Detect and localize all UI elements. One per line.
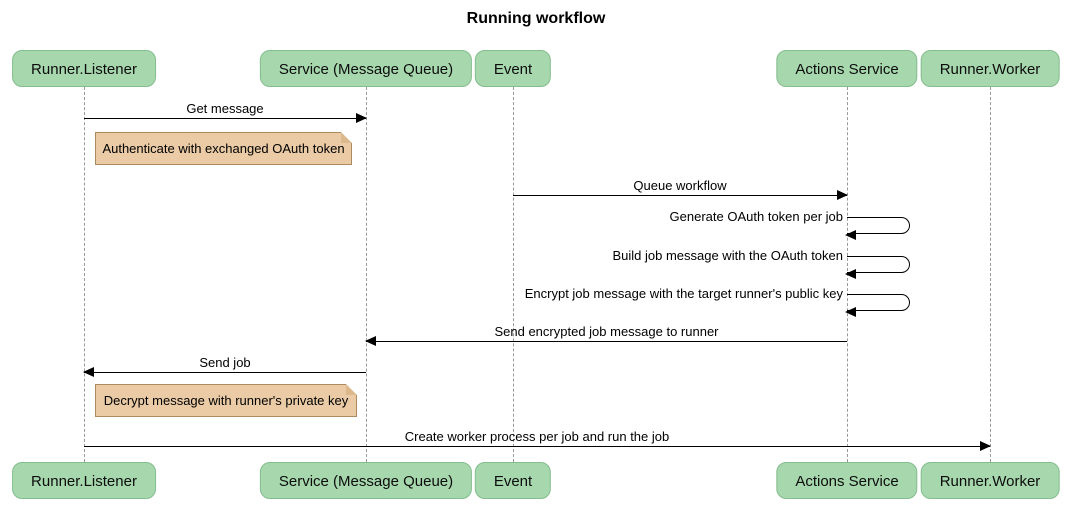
message-encrypt-job-message: Encrypt job message with the target runn… [524,286,843,301]
lifeline-runner-worker [990,87,991,462]
arrow-right-icon [84,113,367,123]
actor-runner-listener-top: Runner.Listener [12,50,156,87]
message-generate-oauth-token: Generate OAuth token per job [669,209,843,224]
arrow-left-icon [365,336,847,346]
message-label: Send job [199,355,251,370]
self-loop-icon [845,217,910,240]
message-label: Create worker process per job and run th… [404,429,670,444]
note-decrypt: Decrypt message with runner's private ke… [95,384,357,417]
message-build-job-message: Build job message with the OAuth token [612,248,843,263]
lifeline-runner-listener [84,87,85,462]
self-loop-icon [845,256,910,279]
actor-runner-worker-top: Runner.Worker [920,50,1060,87]
message-send-encrypted-job: Send encrypted job message to runner [365,324,847,346]
message-send-job: Send job [83,355,366,377]
message-get-message: Get message [84,101,367,123]
message-queue-workflow: Queue workflow [513,178,848,200]
note-authenticate: Authenticate with exchanged OAuth token [95,132,352,165]
message-create-worker-process: Create worker process per job and run th… [84,429,991,451]
message-label: Queue workflow [633,178,727,193]
arrow-right-icon [513,190,848,200]
self-loop-icon [845,294,910,317]
arrow-left-icon [83,367,366,377]
actor-event-bottom: Event [474,462,552,499]
actor-runner-listener-bottom: Runner.Listener [12,462,156,499]
actor-service-message-queue-top: Service (Message Queue) [259,50,473,87]
diagram-title: Running workflow [466,10,606,27]
actor-runner-worker-bottom: Runner.Worker [920,462,1060,499]
lifeline-event [513,87,514,462]
actor-actions-service-top: Actions Service [776,50,918,87]
note-label: Decrypt message with runner's private ke… [103,393,349,408]
arrow-right-icon [84,441,991,451]
actor-service-message-queue-bottom: Service (Message Queue) [259,462,473,499]
lifeline-service-message-queue [366,87,367,462]
actor-actions-service-bottom: Actions Service [776,462,918,499]
note-label: Authenticate with exchanged OAuth token [102,141,345,156]
message-label: Send encrypted job message to runner [494,324,719,339]
actor-event-top: Event [474,50,552,87]
message-label: Get message [186,101,264,116]
